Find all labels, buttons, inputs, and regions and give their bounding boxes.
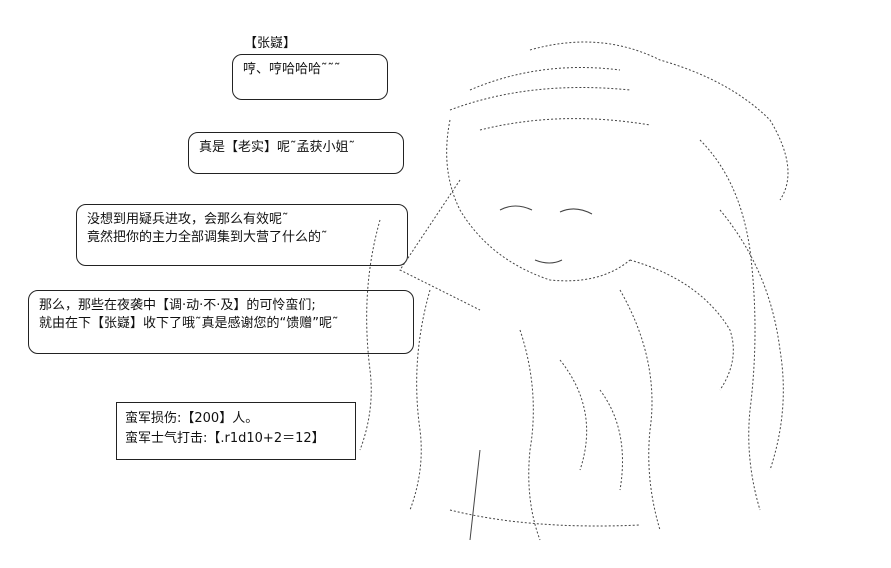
fan-outline (399, 179, 481, 311)
robe-left (409, 289, 431, 511)
eye-right (559, 208, 593, 215)
ascii-art-figure (359, 41, 789, 541)
speech-bubble-honest: 真是【老实】呢˜孟获小姐˜ (188, 132, 404, 174)
bubble-text: 那么，那些在夜袭中【调·动·不·及】的可怜蛮们; (39, 298, 316, 313)
robe-center (519, 329, 541, 541)
bubble-text: 就由在下【张嶷】收下了哦˜真是感谢您的“馈赠”呢˜ (39, 316, 339, 331)
eye-left (499, 205, 533, 211)
hair-strands (449, 67, 651, 131)
battle-result-box: 蛮军损伤:【200】人。 蛮军士气打击:【.r1d10+2＝12】 (116, 402, 356, 460)
hair-right-2 (719, 209, 784, 471)
losses-text: 蛮军损伤:【200】人。 (125, 411, 259, 426)
hair-left (359, 219, 381, 451)
mouth (534, 259, 563, 264)
bubble-text: 没想到用疑兵进攻，会那么有效呢˜ (87, 212, 289, 227)
speech-bubble-feint: 没想到用疑兵进攻，会那么有效呢˜ 竟然把你的主力全部调集到大营了什么的˜ (76, 204, 408, 266)
bubble-text: 竟然把你的主力全部调集到大营了什么的˜ (87, 230, 328, 245)
speech-bubble-laugh: 哼、哼哈哈哈˜˜˜ (232, 54, 388, 100)
speech-bubble-night-raid: 那么，那些在夜袭中【调·动·不·及】的可怜蛮们; 就由在下【张嶷】收下了哦˜真是… (28, 290, 414, 354)
hair-outline (529, 41, 789, 201)
robe-fold (559, 359, 623, 491)
robe-right (619, 289, 661, 531)
staff (469, 449, 481, 541)
hem (449, 509, 641, 527)
speaker-name: 【张嶷】 (244, 36, 297, 51)
bubble-text: 真是【老实】呢˜孟获小姐˜ (199, 140, 356, 155)
morale-text: 蛮军士气打击:【.r1d10+2＝12】 (125, 431, 325, 446)
sleeve (629, 259, 734, 391)
hair-right (699, 139, 761, 511)
bubble-text: 哼、哼哈哈哈˜˜˜ (243, 62, 341, 77)
head-outline (446, 119, 631, 282)
